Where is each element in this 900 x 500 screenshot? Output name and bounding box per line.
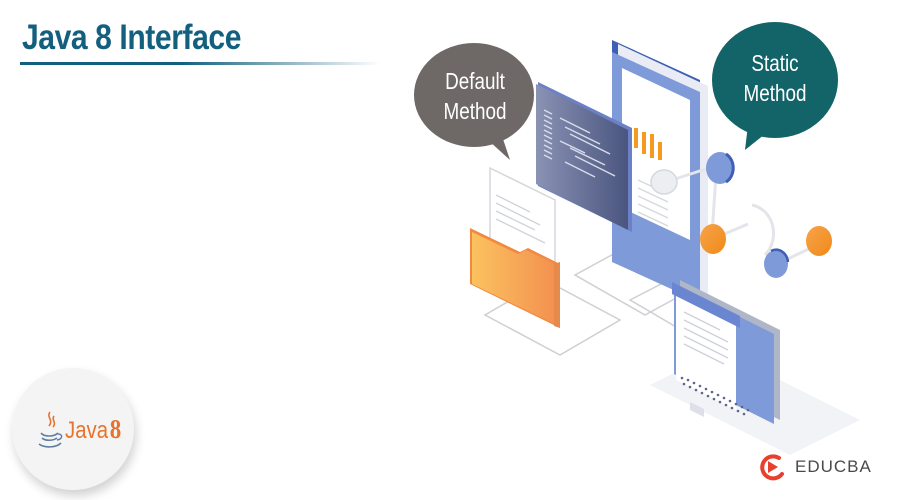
static-method-label: Static Method — [738, 48, 812, 108]
static-method-line2: Method — [743, 80, 807, 106]
laptop-device — [672, 280, 780, 424]
java-cup-icon — [38, 411, 63, 448]
page-title: Java 8 Interface — [22, 18, 242, 57]
java-word: Java — [65, 417, 109, 444]
code-panel — [536, 82, 632, 232]
default-method-line1: Default — [445, 68, 505, 94]
default-method-line2: Method — [443, 98, 507, 124]
java8-badge: Java8 — [12, 368, 134, 490]
tablet-device — [612, 40, 708, 302]
static-method-bubble — [712, 22, 838, 150]
default-method-label: Default Method — [438, 66, 512, 126]
static-method-line1: Static — [751, 50, 799, 76]
java-version: 8 — [109, 414, 122, 444]
folder-icon — [470, 228, 560, 328]
educba-logo-icon — [760, 454, 784, 481]
title-underline — [20, 62, 380, 65]
educba-brand-name: EDUCBA — [795, 457, 872, 476]
java8-wordmark: Java8 — [65, 414, 121, 445]
default-method-bubble — [414, 43, 534, 160]
educba-logo: EDUCBA — [757, 452, 872, 482]
